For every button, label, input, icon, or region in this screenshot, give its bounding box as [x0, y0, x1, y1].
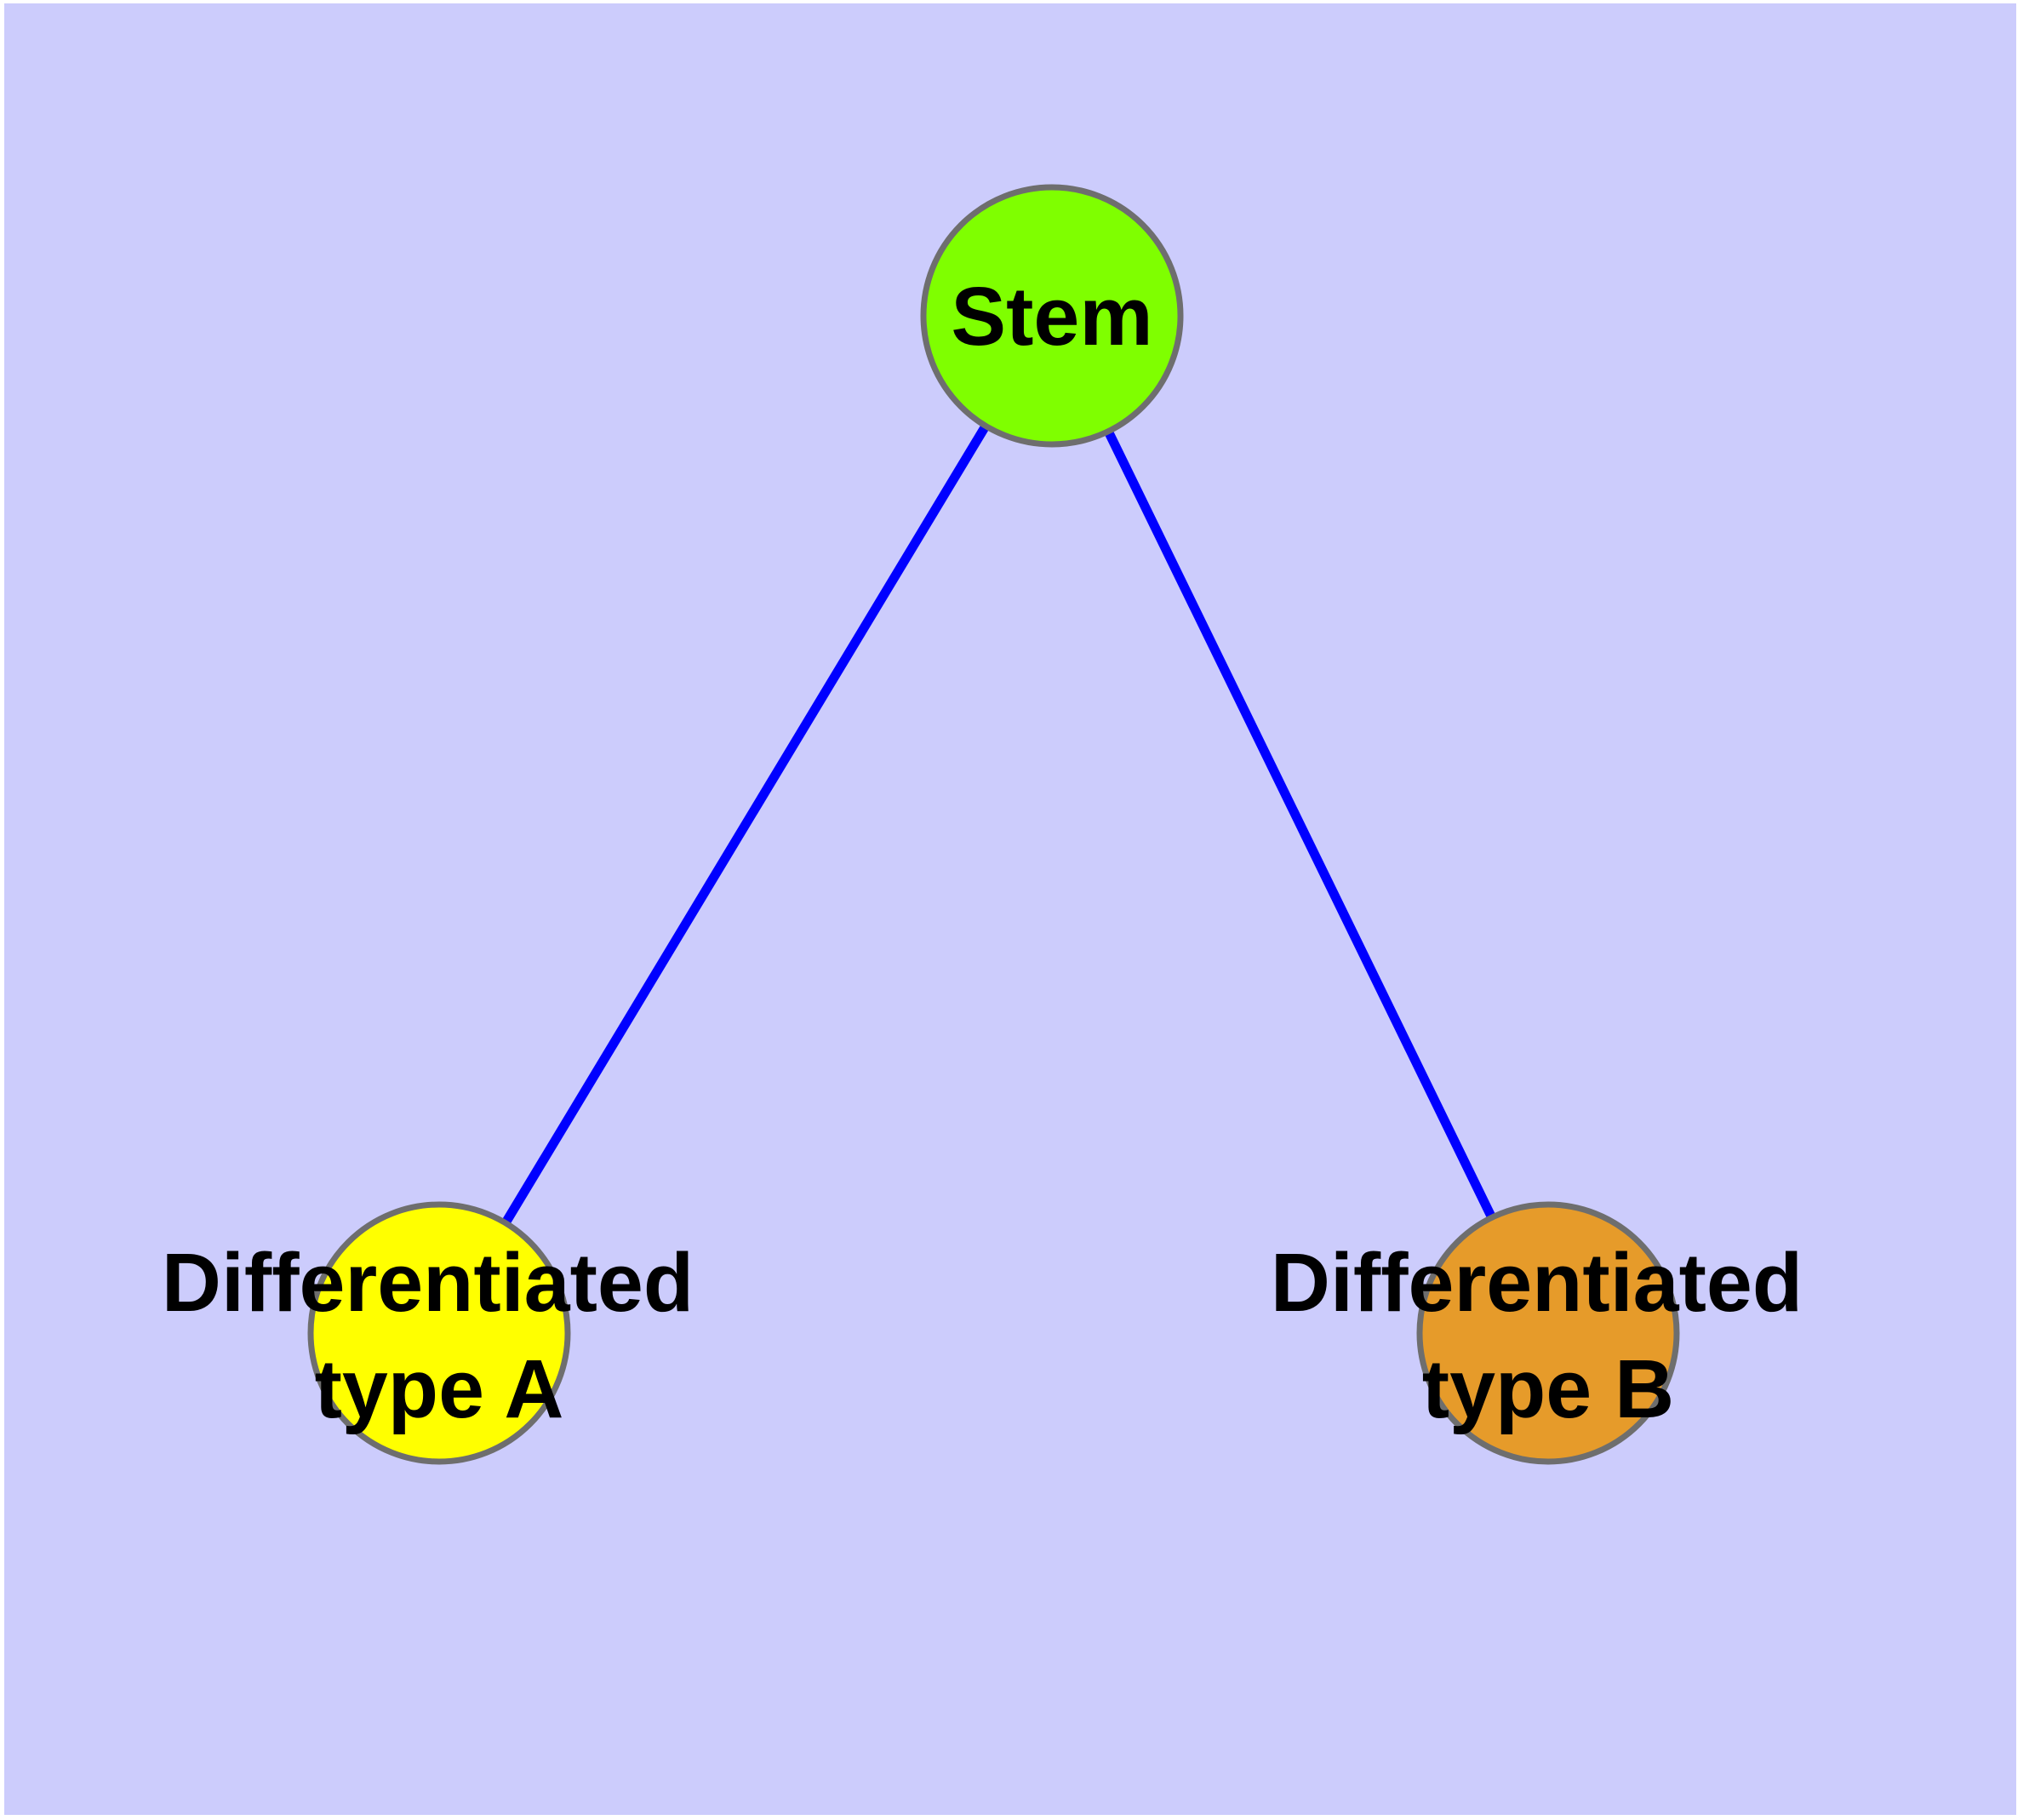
node-labels-layer: Stem Differentiated type A Differentiate…: [162, 270, 1826, 1435]
node-stem-label: Stem: [951, 270, 1152, 363]
node-diff-b-label-line-1: Differentiated: [1271, 1236, 1803, 1329]
node-stem-circle[interactable]: [920, 184, 1184, 448]
cell-differentiation-graph: Stem Differentiated type A Differentiate…: [162, 184, 1826, 1465]
edges-layer: [435, 313, 1552, 1336]
nodes-layer: [307, 184, 1680, 1465]
edge-stem-to-diff-a[interactable]: [435, 313, 1056, 1336]
node-diff-a-circle[interactable]: [307, 1201, 571, 1465]
node-stem-label-line-1: Stem: [951, 270, 1152, 363]
edge-stem-to-diff-b[interactable]: [1048, 313, 1552, 1336]
node-diff-a-label-line-2: type A: [315, 1342, 564, 1435]
node-diff-a-label-line-1: Differentiated: [162, 1236, 694, 1329]
diagram-plot-area: Stem Differentiated type A Differentiate…: [4, 3, 2016, 1815]
node-diff-b-label-line-2: type B: [1422, 1342, 1674, 1435]
node-diff-a-label: Differentiated type A: [162, 1236, 717, 1435]
node-diff-b-label: Differentiated type B: [1271, 1236, 1826, 1435]
node-diff-b-circle[interactable]: [1416, 1201, 1680, 1465]
